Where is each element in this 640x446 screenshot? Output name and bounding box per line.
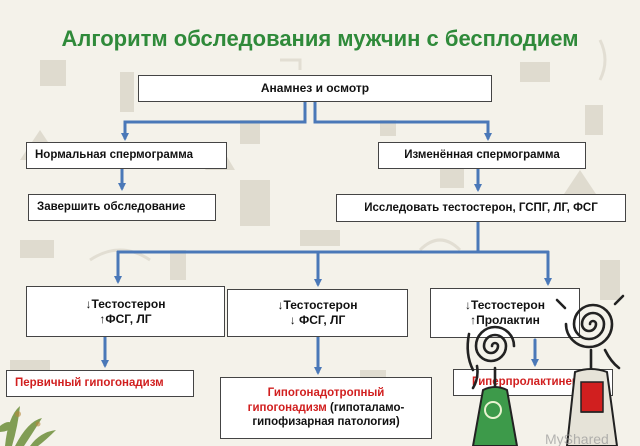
diagram-title: Алгоритм обследования мужчин с бесплодие… — [61, 26, 579, 51]
node-case-3: ↓Тестостерон ↑Пролактин — [430, 288, 580, 338]
node-primary-hypogonadism: Первичный гипогонадизм — [6, 370, 194, 397]
node-gonadotropic-line-2: гипогонадизм — [247, 401, 327, 414]
node-finish-exam-label: Завершить обследование — [37, 201, 186, 214]
spiral-figures-decoration: MyShared — [466, 294, 625, 446]
plant-decoration — [0, 406, 56, 446]
arrow-to-normal — [121, 99, 307, 141]
node-finish-exam: Завершить обследование — [28, 194, 216, 221]
node-gonadotropic-hypogonadism: Гипогонадотропный гипогонадизм (гипотала… — [220, 377, 432, 439]
node-changed-spermogram-label: Изменённая спермограмма — [404, 149, 560, 162]
node-anamnesis: Анамнез и осмотр — [138, 75, 492, 102]
node-normal-spermogram: Нормальная спермограмма — [26, 142, 227, 169]
node-case-1-line-1: ↓Тестостерон — [85, 296, 166, 311]
node-anamnesis-label: Анамнез и осмотр — [260, 81, 370, 95]
node-gonadotropic-line-3: (гипоталамо- — [330, 401, 405, 414]
node-gonadotropic-line-4: гипофизарная патология) — [252, 416, 400, 429]
node-normal-spermogram-label: Нормальная спермограмма — [35, 149, 194, 162]
node-investigate-hormones-label: Исследовать тестостерон, ГСПГ, ЛГ, ФСГ — [364, 201, 598, 214]
node-primary-hypogonadism-label: Первичный гипогонадизм — [15, 377, 164, 390]
node-changed-spermogram: Изменённая спермограмма — [378, 142, 586, 169]
node-case-2-line-1: ↓Тестостерон — [277, 298, 358, 312]
arrow-to-changed — [313, 99, 492, 141]
watermark-text: MyShared — [545, 431, 609, 446]
node-case-2: ↓Тестостерон ↓ ФСГ, ЛГ — [227, 289, 408, 337]
node-gonadotropic-line-1: Гипогонадотропный — [267, 387, 385, 400]
node-case-3-line-2: ↑Пролактин — [470, 313, 540, 327]
left-figure-body — [471, 386, 519, 446]
node-case-3-line-1: ↓Тестостерон — [465, 298, 545, 312]
node-case-1: ↓Тестостерон ↑ФСГ, ЛГ — [26, 286, 225, 337]
node-case-2-line-2: ↓ ФСГ, ЛГ — [289, 313, 346, 327]
node-case-1-line-2: ↑ФСГ, ЛГ — [99, 311, 152, 326]
node-investigate-hormones: Исследовать тестостерон, ГСПГ, ЛГ, ФСГ — [336, 194, 626, 222]
node-hyperprolactinemia-label: Гиперпролактинемия — [471, 376, 594, 389]
